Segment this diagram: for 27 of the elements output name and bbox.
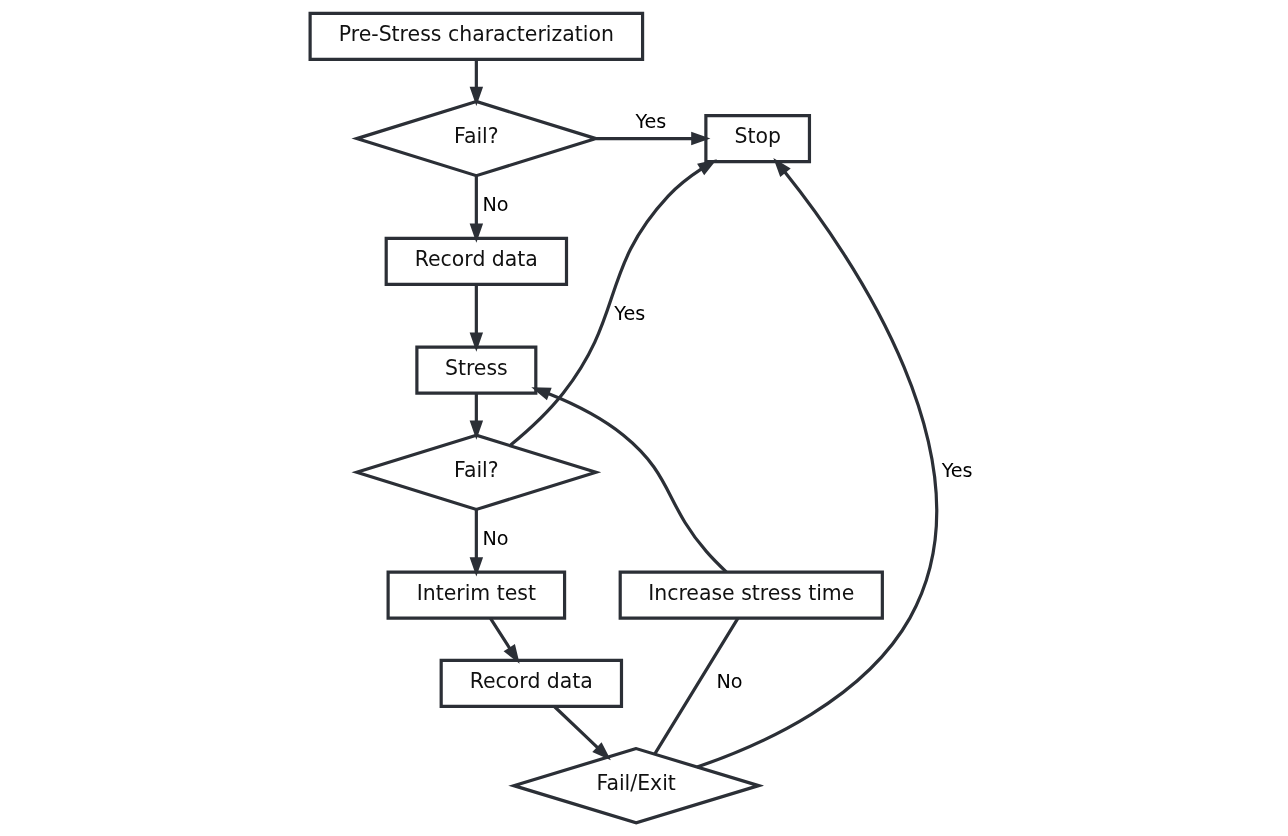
node-box: Stress: [414, 345, 537, 395]
node-box: Interim test: [386, 570, 566, 620]
edge-label: No: [481, 193, 509, 217]
arrow: [530, 387, 727, 574]
connector: [652, 617, 739, 755]
edge-label: No: [716, 669, 743, 693]
arrow: [696, 157, 938, 769]
edge-label: Yes: [941, 458, 973, 482]
edge-label: Yes: [613, 302, 645, 326]
node-box: Pre-Stress characterization: [308, 11, 644, 61]
node-box: Record data: [439, 658, 623, 708]
arrow: [469, 284, 483, 352]
arrow: [469, 175, 483, 243]
node-diamond: Fail?: [350, 433, 601, 512]
arrow: [595, 131, 710, 146]
arrow: [508, 159, 717, 447]
arrow: [469, 509, 483, 577]
arrow: [553, 705, 611, 761]
node-box: Stop: [703, 114, 811, 164]
arrow: [469, 393, 483, 440]
arrow: [488, 617, 520, 664]
arrow: [469, 59, 483, 106]
node-diamond: Fail/Exit: [507, 746, 764, 825]
edge-label: Yes: [634, 110, 666, 134]
node-box: Increase stress time: [618, 570, 884, 620]
node-box: Record data: [384, 236, 568, 286]
edge-label: No: [481, 527, 509, 551]
